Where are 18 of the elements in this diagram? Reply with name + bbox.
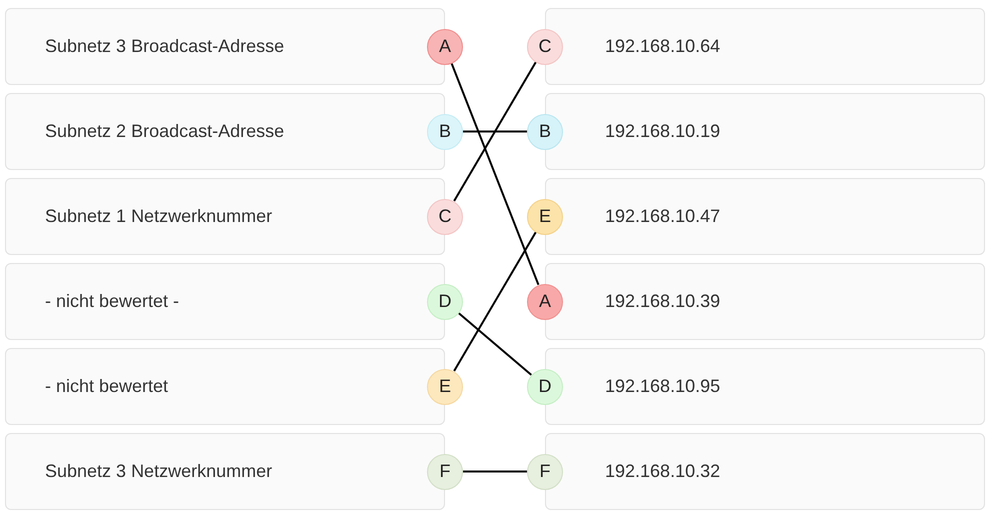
card-text: 192.168.10.47 xyxy=(605,205,720,228)
connector-line xyxy=(458,312,532,376)
connector-line xyxy=(463,470,527,472)
card-text: 192.168.10.64 xyxy=(605,35,720,58)
connector-line xyxy=(453,62,537,202)
card-text: Subnetz 2 Broadcast-Adresse xyxy=(45,120,284,143)
card-text: Subnetz 1 Netzwerknummer xyxy=(45,205,272,228)
card-text: 192.168.10.32 xyxy=(605,460,720,483)
card-text: 192.168.10.39 xyxy=(605,290,720,313)
connector-line xyxy=(463,130,527,132)
card-text: 192.168.10.19 xyxy=(605,120,720,143)
card-text: 192.168.10.95 xyxy=(605,375,720,398)
card-text: Subnetz 3 Netzwerknummer xyxy=(45,460,272,483)
card-text: - nicht bewertet xyxy=(45,375,168,398)
connector-line xyxy=(450,62,540,286)
card-text: - nicht bewertet - xyxy=(45,290,180,313)
card-text: Subnetz 3 Broadcast-Adresse xyxy=(45,35,284,58)
connector-line xyxy=(453,232,537,372)
